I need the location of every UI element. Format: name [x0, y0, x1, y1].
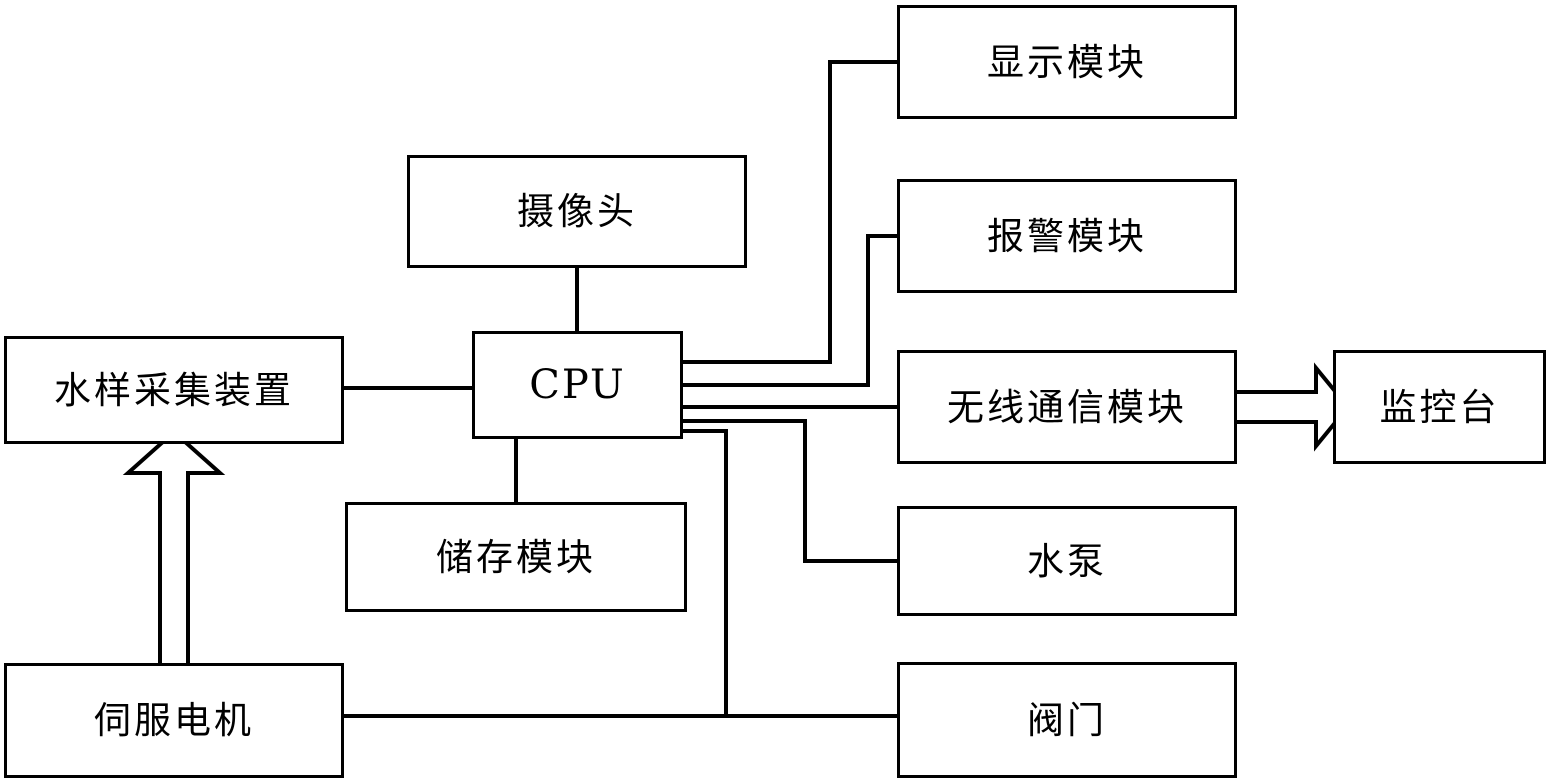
node-water-pump[interactable]: 水泵: [897, 506, 1237, 616]
node-label-camera: 摄像头: [517, 190, 637, 233]
wire-cpu-to-pump: [681, 419, 899, 563]
node-label-servo-motor: 伺服电机: [94, 699, 254, 742]
wire-cpu-to-display: [681, 60, 899, 364]
node-label-alarm-module: 报警模块: [987, 214, 1147, 258]
node-label-storage-module: 储存模块: [436, 535, 596, 579]
node-storage-module[interactable]: 储存模块: [345, 502, 687, 612]
node-label-monitoring-console: 监控台: [1379, 385, 1500, 429]
node-water-sample-collector[interactable]: 水样采集装置: [4, 336, 344, 444]
node-label-wireless-comm-module: 无线通信模块: [947, 385, 1187, 429]
block-arrow-servo-to-collector: [122, 429, 226, 665]
node-camera[interactable]: 摄像头: [407, 155, 747, 268]
wire-cpu-to-valve: [681, 429, 899, 718]
node-label-water-pump: 水泵: [1027, 539, 1107, 583]
node-label-water-sample-collector: 水样采集装置: [54, 368, 294, 412]
node-label-cpu: CPU: [529, 362, 626, 408]
node-monitoring-console[interactable]: 监控台: [1333, 350, 1546, 464]
node-servo-motor[interactable]: 伺服电机: [4, 663, 344, 778]
node-display-module[interactable]: 显示模块: [897, 5, 1237, 119]
node-cpu[interactable]: CPU: [472, 331, 683, 439]
node-valve[interactable]: 阀门: [897, 662, 1237, 778]
node-label-valve: 阀门: [1027, 698, 1107, 742]
block-arrow-wireless-to-console: [1235, 362, 1351, 452]
node-alarm-module[interactable]: 报警模块: [897, 179, 1237, 293]
node-label-display-module: 显示模块: [987, 40, 1147, 84]
wire-cpu-to-alarm: [681, 234, 899, 387]
node-wireless-comm-module[interactable]: 无线通信模块: [897, 350, 1237, 464]
